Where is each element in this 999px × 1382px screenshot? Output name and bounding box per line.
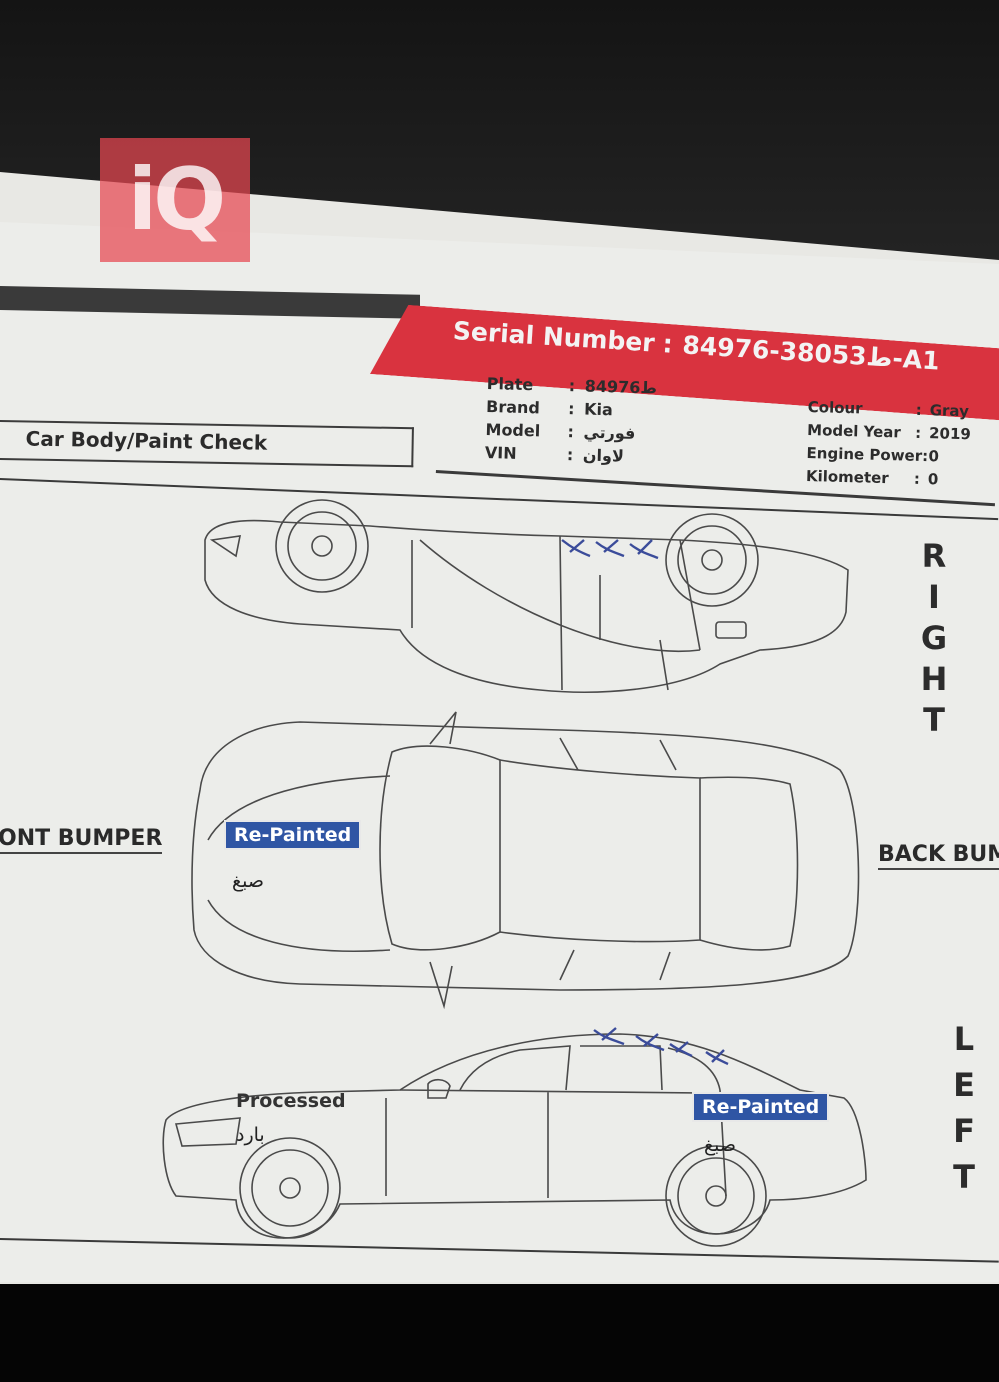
repainted-tag-rear-door: Re-Painted	[692, 1092, 830, 1122]
info-label: Plate	[486, 374, 534, 395]
section-title-box: Car Body/Paint Check	[0, 420, 414, 468]
scratch-mark	[593, 1027, 625, 1046]
scratch-mark	[635, 1033, 665, 1052]
processed-label: Processed	[236, 1090, 346, 1112]
info-label: Model	[485, 419, 541, 441]
info-value: Gray	[929, 401, 970, 421]
info-value: ط84976	[584, 376, 658, 398]
info-value: 0	[928, 447, 940, 466]
left-side-label: L E F T	[944, 1016, 984, 1200]
iq-logo-watermark: iQ	[100, 138, 250, 262]
car-left-side-view	[162, 1033, 867, 1247]
info-label: Model Year	[806, 420, 902, 442]
info-value: لاوان	[582, 445, 625, 466]
right-letter: R	[921, 537, 947, 575]
info-value: 0	[927, 470, 939, 489]
left-letter: T	[953, 1158, 975, 1196]
logo-text: iQ	[127, 150, 227, 250]
car-top-view	[191, 711, 860, 1010]
vehicle-info-left: Plate:ط84976 Brand:Kia Model:فورتي VIN:ل…	[485, 374, 658, 470]
left-letter: E	[953, 1066, 975, 1104]
arabic-note-rear-door: صبغ	[704, 1134, 736, 1156]
right-letter: I	[928, 578, 940, 616]
right-letter: H	[920, 660, 948, 698]
left-letter: F	[953, 1112, 975, 1150]
info-value: فورتي	[583, 422, 636, 443]
right-letter: T	[923, 701, 945, 739]
section-title: Car Body/Paint Check	[25, 426, 268, 455]
info-label: VIN	[484, 442, 517, 463]
scratch-marks	[561, 539, 729, 1066]
vehicle-info-right: Colour:Gray Model Year:2019 Engine Power…	[806, 398, 972, 494]
info-value: 2019	[928, 424, 972, 444]
info-row-kilometer: Kilometer:0	[806, 467, 970, 494]
info-label: Brand	[485, 396, 541, 418]
back-bumper-label: BACK BUM	[878, 842, 999, 870]
scratch-mark	[705, 1049, 729, 1066]
repainted-tag-hood: Re-Painted	[224, 820, 362, 850]
car-right-side-view	[204, 499, 849, 693]
right-side-label: R I G H T	[914, 536, 954, 741]
scratch-mark	[561, 539, 591, 558]
info-value: Kia	[583, 399, 614, 420]
scratch-mark	[629, 539, 659, 560]
info-label: Engine Power:	[806, 443, 929, 466]
background-dark-bottom	[0, 1284, 999, 1382]
right-letter: G	[920, 619, 948, 657]
left-letter: L	[953, 1020, 975, 1058]
arabic-note-hood: صبغ	[232, 870, 264, 892]
front-bumper-label: ONT BUMPER	[0, 826, 163, 854]
info-label: Kilometer	[805, 466, 889, 488]
scratch-mark	[669, 1041, 693, 1058]
scratch-mark	[595, 539, 625, 558]
serial-separator: :	[661, 329, 674, 359]
arabic-note-processed: بارد	[236, 1124, 265, 1146]
info-label: Colour	[807, 398, 863, 418]
info-row-vin: VIN:لاوان	[485, 443, 656, 470]
